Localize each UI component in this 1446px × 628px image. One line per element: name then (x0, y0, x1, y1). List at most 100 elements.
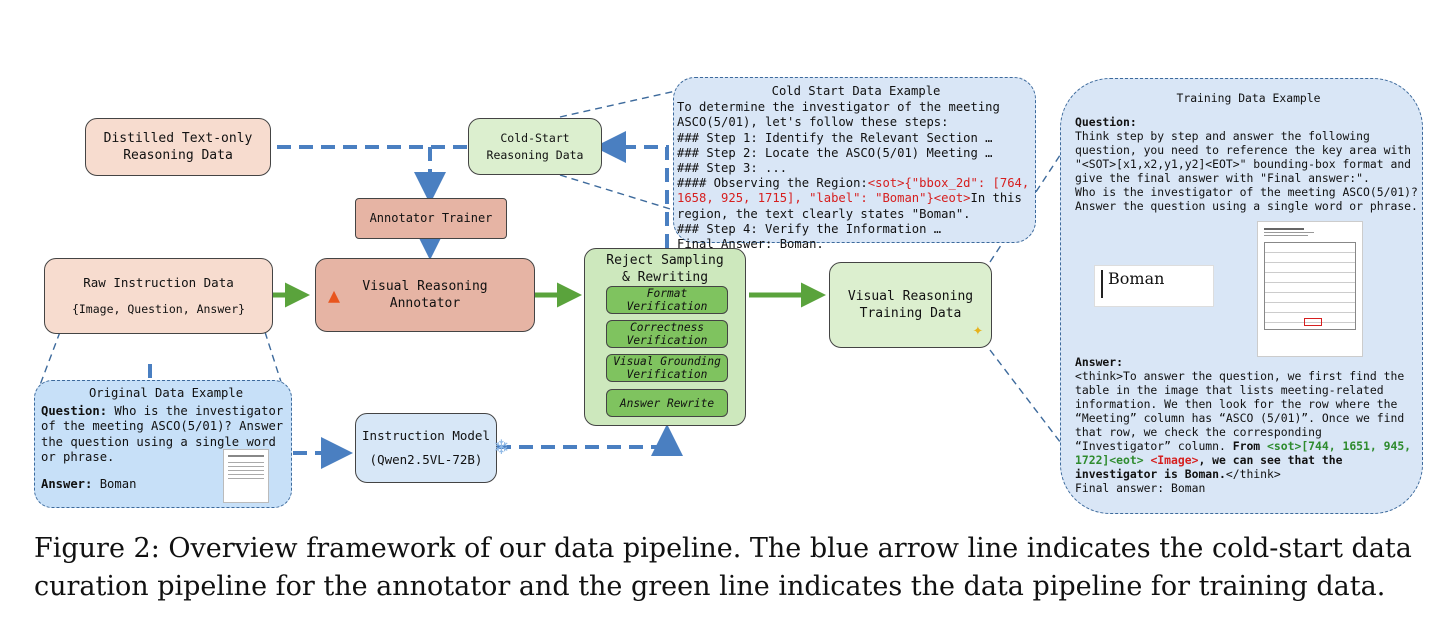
original-answer-text: Boman (99, 477, 137, 492)
fire-icon: ▲ (328, 283, 341, 307)
callout-training-bottom (989, 349, 1071, 456)
think-close-text: </think> (1225, 467, 1281, 481)
callout-cold-top (559, 89, 681, 118)
training-question-line: "<SOT>[x1,x2,y1,y2]<EOT>" bounding-box f… (1075, 157, 1412, 171)
cropped-region-text: Boman (1108, 269, 1165, 288)
original-answer-line: Answer: Boman (41, 477, 291, 492)
distilled-label-line1: Distilled Text-only (103, 131, 253, 146)
eot-token-text: 1722]<eot> (1075, 453, 1144, 467)
original-example-bubble: Original Data Example Question: Who is t… (34, 380, 292, 508)
training-question-line: give the final answer with "Final answer… (1075, 171, 1370, 185)
original-question-line: of the meeting ASCO(5/01)? Answer (41, 419, 284, 434)
answer-text: investigator is Boman. (1075, 467, 1226, 481)
answer-rewrite-step: Answer Rewrite (606, 389, 728, 417)
training-question-line: Answer the question using a single word … (1075, 199, 1418, 213)
distilled-label-line2: Reasoning Data (123, 148, 233, 163)
instruction-label-line1: Instruction Model (362, 428, 490, 443)
training-answer-line: information. We then look for the row wh… (1075, 397, 1398, 411)
bbox-token-text: 1658, 925, 1715], "label": "Boman"}<eot> (677, 191, 971, 206)
annotator-label-line2: Annotator (389, 296, 461, 311)
reject-label-line1: Reject Sampling (606, 253, 724, 268)
original-question-line: the question using a single word (41, 434, 276, 449)
observing-region-text: #### Observing the Region: (677, 176, 868, 191)
sot-token-text: <sot>[744, 1651, 945, (1267, 439, 1412, 453)
training-example-title: Training Data Example (1176, 91, 1321, 105)
cold-example-line: ### Step 1: Identify the Relevant Sectio… (677, 130, 993, 145)
cold-example-line: ### Step 3: ... (677, 161, 788, 176)
original-question-line: Question: Who is the investigator (41, 404, 291, 419)
arrow-distilled-to-trainer (255, 145, 468, 185)
reject-label-line2: & Rewriting (621, 270, 709, 285)
original-question-text: Who is the investigator (114, 404, 284, 419)
training-answer-line: “Meeting” column has “ASCO (5/01)”. Once… (1075, 411, 1405, 425)
training-question-line: question, you need to reference the key … (1075, 143, 1412, 157)
format-label-line2: Verification (626, 300, 708, 313)
visual-reasoning-annotator-node: ▲ Visual Reasoning Annotator (315, 258, 535, 332)
correctness-label-line1: Correctness (629, 321, 705, 334)
answer-text: From (1232, 439, 1261, 453)
training-answer-line: “Investigator” column. From <sot>[744, 1… (1075, 439, 1423, 453)
cold-start-node: Cold-Start Reasoning Data (468, 118, 602, 175)
callout-raw-left (39, 331, 61, 386)
training-question-line: Think step by step and answer the follow… (1075, 129, 1370, 143)
training-answer-line: table in the image that lists meeting-re… (1075, 383, 1384, 397)
cold-example-line: ### Step 2: Locate the ASCO(5/01) Meetin… (677, 145, 993, 160)
format-label-line1: Format (646, 287, 688, 300)
distilled-text-node: Distilled Text-only Reasoning Data (85, 118, 271, 176)
cold-example-line: 1658, 925, 1715], "label": "Boman"}<eot>… (677, 191, 1035, 206)
original-question-line: or phrase. (41, 449, 115, 464)
visual-grounding-verification-step: Visual Grounding Verification (606, 354, 728, 382)
callout-cold-bottom (559, 174, 681, 213)
instruction-label-line2: (Qwen2.5VL-72B) (369, 452, 483, 467)
cold-start-label-line1: Cold-Start (500, 130, 570, 145)
snowflake-icon: ❄ (494, 435, 508, 460)
original-example-title: Original Data Example (88, 386, 244, 400)
cold-example-title: Cold Start Data Example (771, 84, 941, 98)
sparkle-icon: ✦ (972, 320, 983, 340)
training-answer-line: Final answer: Boman (1075, 481, 1206, 495)
cold-example-line: ASCO(5/01), let's follow these steps: (677, 115, 949, 130)
cold-example-line: region, the text clearly states "Boman". (677, 206, 971, 221)
annotator-trainer-node: Annotator Trainer (355, 198, 507, 239)
caption-line1: Figure 2: Overview framework of our data… (34, 533, 1412, 564)
training-answer-line: investigator is Boman.</think> (1075, 467, 1423, 481)
training-example-bubble: Training Data Example Question: Think st… (1060, 78, 1423, 514)
annotator-trainer-label: Annotator Trainer (369, 211, 493, 225)
training-question-label: Question: (1075, 115, 1137, 129)
answer-rewrite-label: Answer Rewrite (619, 396, 715, 410)
answer-text: “Investigator” column. (1075, 439, 1226, 453)
raw-instruction-node: Raw Instruction Data {Image, Question, A… (44, 258, 273, 334)
bbox-token-text: <sot>{"bbox_2d": [764, (867, 176, 1030, 191)
answer-text: , we can see that the (1198, 453, 1343, 467)
training-data-node: Visual Reasoning Training Data ✦ (829, 262, 992, 348)
training-answer-line: that row, we check the corresponding (1075, 425, 1322, 439)
cold-example-line: To determine the investigator of the mee… (677, 100, 1000, 115)
document-page-image (1257, 221, 1363, 357)
cold-example-line: ### Step 4: Verify the Information … (677, 221, 942, 236)
correctness-label-line2: Verification (626, 334, 708, 347)
training-answer-label: Answer: (1075, 355, 1124, 369)
instruction-model-node: Instruction Model (Qwen2.5VL-72B) ❄ (355, 413, 508, 483)
training-answer: Answer: <think>To answer the question, w… (1075, 355, 1423, 495)
caption-line2: curation pipeline for the annotator and … (34, 571, 1386, 602)
training-answer-line: <think>To answer the question, we first … (1075, 369, 1405, 383)
image-token-text: <Image> (1150, 453, 1199, 467)
visual-grounding-label-line1: Visual Grounding (613, 355, 721, 368)
annotator-label-line1: Visual Reasoning (362, 279, 488, 294)
cold-start-label-line2: Reasoning Data (486, 147, 584, 162)
correctness-verification-step: Correctness Verification (606, 320, 728, 348)
raw-label-line1: Raw Instruction Data (83, 275, 234, 290)
document-thumbnail (223, 449, 269, 503)
cold-example-text: In this (970, 191, 1022, 206)
raw-label-line2: {Image, Question, Answer} (71, 302, 246, 316)
arrow-reject-to-coldstart (594, 131, 669, 248)
training-question-line: Who is the investigator of the meeting A… (1075, 185, 1418, 199)
visual-grounding-label-line2: Verification (626, 368, 708, 381)
callout-raw-right (264, 331, 283, 386)
figure-caption: Figure 2: Overview framework of our data… (34, 530, 1434, 606)
training-answer-line: 1722]<eot> <Image>, we can see that the (1075, 453, 1423, 467)
training-label-line1: Visual Reasoning (847, 289, 974, 304)
cold-start-example-bubble: Cold Start Data Example To determine the… (673, 77, 1036, 251)
format-verification-step: Format Verification (606, 286, 728, 314)
arrow-instruction-to-reject (497, 424, 683, 456)
